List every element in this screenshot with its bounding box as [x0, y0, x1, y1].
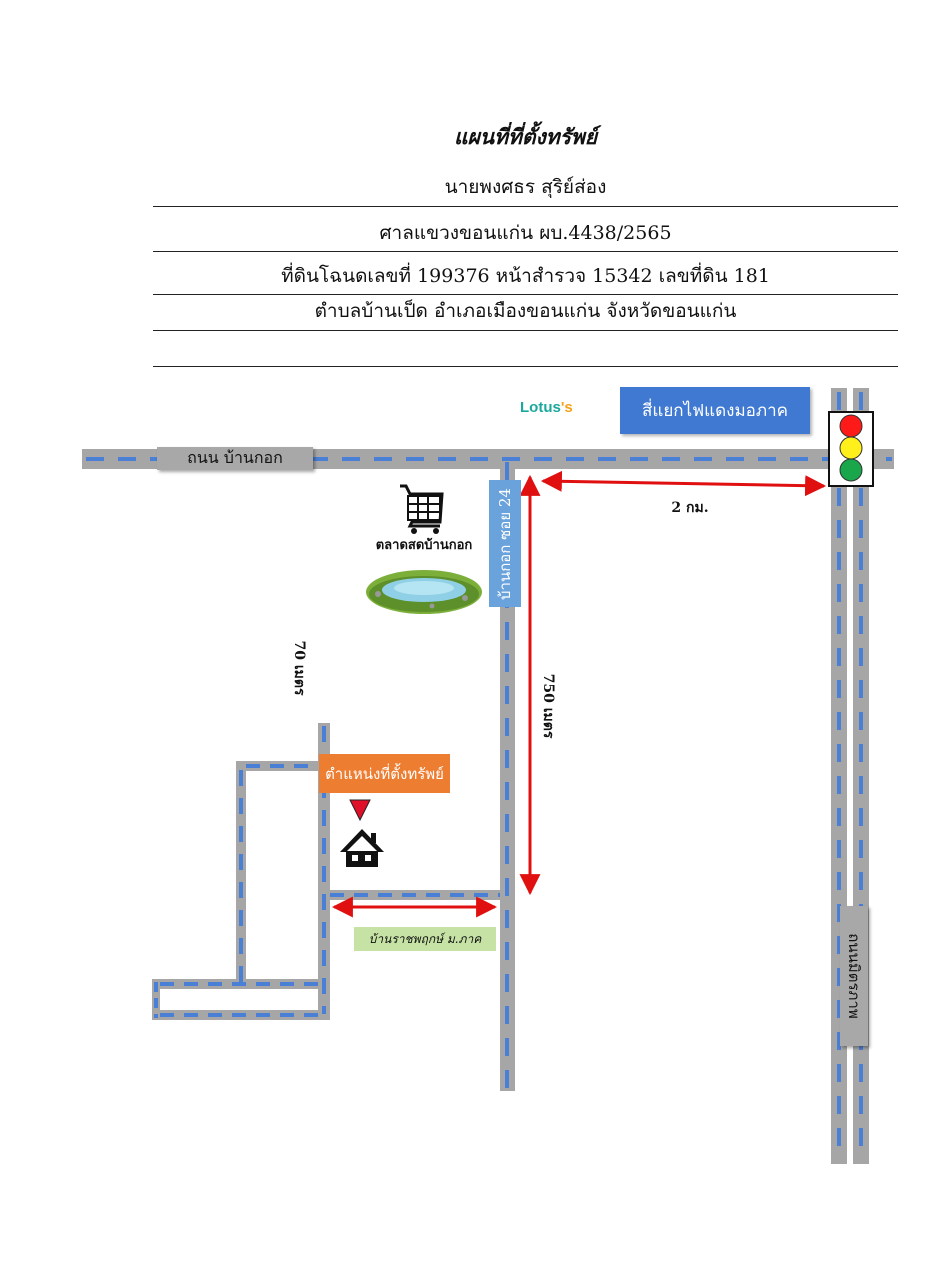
soi-label-box: บ้านกอก ซอย 24: [489, 480, 521, 607]
shopping-cart-icon: [400, 484, 444, 534]
lotus-brand-suffix: 's: [560, 398, 573, 416]
lotus-brand-text: Lotus: [520, 398, 561, 416]
mittraphap-road-label: ถนนมิตรภาพ: [845, 933, 863, 1019]
property-marker-icon: [349, 799, 371, 822]
header-divider: [153, 294, 898, 295]
village-label: บ้านราชพฤกษ์ ม.ภาค: [354, 927, 496, 951]
intersection-label: สี่แยกไฟแดงมอภาค: [620, 387, 810, 434]
distance-750m-box: 750 เมตร: [528, 674, 568, 739]
deed-info: ที่ดินโฉนดเลขที่ 199376 หน้าสำรวจ 15342 …: [281, 265, 770, 287]
distance-70m-label: 70 เมตร: [291, 640, 307, 696]
location-info: ตำบลบ้านเป็ด อำเภอเมืองขอนแก่น จังหวัดขอ…: [314, 300, 737, 322]
distance-arrows: [331, 470, 827, 918]
traffic-light-icon: [828, 411, 874, 487]
lotus-logo: Lotus's: [520, 396, 584, 418]
soi-24-road: [500, 459, 515, 1091]
map-title: แผนที่ที่ตั้งทรัพย์: [453, 124, 598, 149]
header-divider: [153, 366, 898, 367]
village-lane: [236, 761, 246, 986]
distance-70m-box: 70 เมตร: [279, 641, 319, 696]
property-location-label: ตำแหน่งที่ตั้งทรัพย์: [319, 754, 450, 793]
owner-name: นายพงศธร สุริย์ส่อง: [444, 176, 607, 198]
market-label: ตลาดสดบ้านกอก: [375, 537, 473, 553]
road-network: [82, 388, 894, 1164]
pond-icon: [366, 570, 482, 614]
header-divider: [153, 206, 898, 207]
soi-label: บ้านกอก ซอย 24: [496, 487, 514, 600]
header-divider: [153, 251, 898, 252]
court-case: ศาลแขวงขอนแก่น ผบ.4438/2565: [379, 222, 672, 244]
house-icon: [340, 829, 384, 867]
mittraphap-label-box: ถนนมิตรภาพ: [840, 906, 868, 1046]
distance-2km-label: 2 กม.: [671, 500, 709, 516]
header-divider: [153, 330, 898, 331]
arrow-2km: [540, 470, 827, 497]
main-road-label: ถนน บ้านกอก: [157, 447, 313, 470]
distance-750m-label: 750 เมตร: [540, 673, 556, 739]
